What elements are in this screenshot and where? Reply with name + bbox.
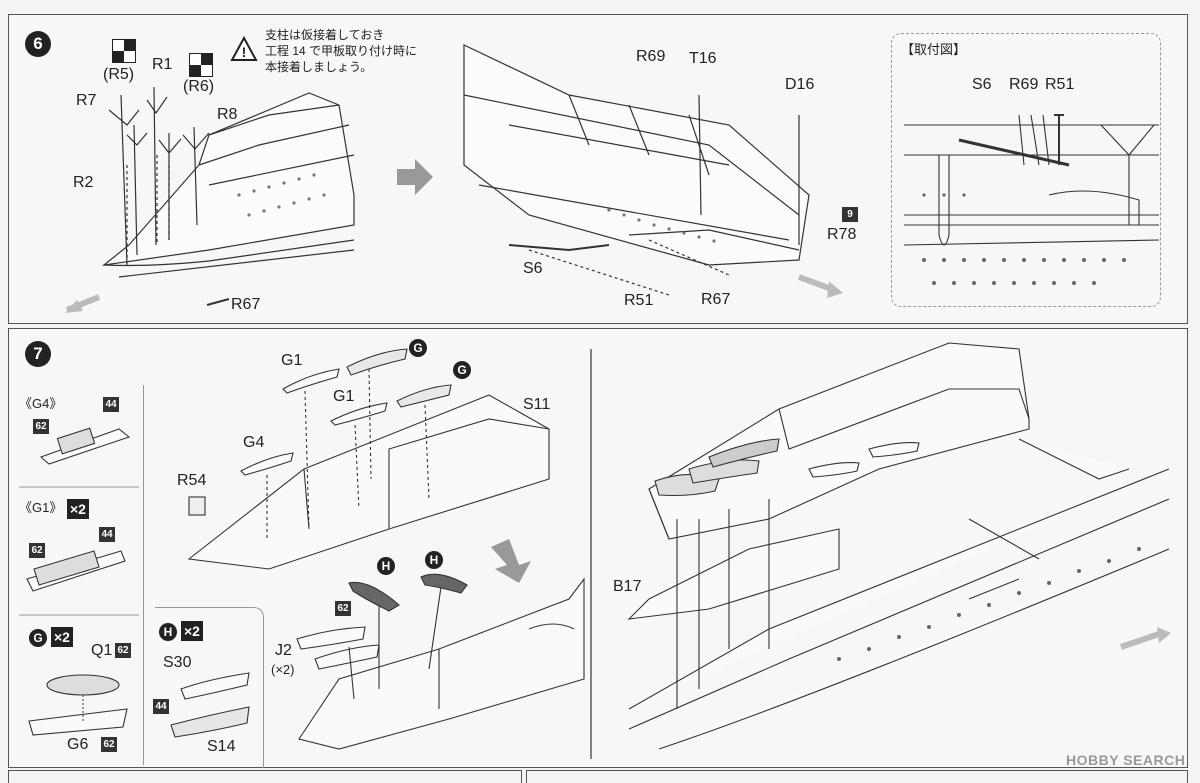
label-q1: Q1 [91,642,113,659]
g-circle-badge: G [409,339,427,357]
inset-title: 【取付図】 [901,42,967,57]
h-parts-box [155,607,264,768]
hull-mid-drawing [463,44,843,298]
label-t16: T16 [689,50,717,67]
part-number-badge: 62 [33,419,49,434]
part-number-badge: 9 [842,207,858,222]
g4-title: 《G4》 [19,396,63,411]
label-d16: D16 [785,76,815,93]
next-step-panel [526,770,1188,783]
label-r5: (R5) [103,66,135,83]
label-r7: R7 [76,92,97,109]
watermark: HOBBY SEARCH [1066,752,1186,768]
quantity-badge: ×2 [51,627,73,647]
boat-h-drawing [170,672,250,738]
svg-text:!: ! [242,44,247,60]
step-6-panel: 6 ! 支柱は仮接着しておき 工程 14 で甲板取り付け時に 本接着しましょう。… [8,14,1188,324]
label-r2: R2 [73,174,94,191]
warning-icon: ! [230,35,258,66]
label-r78: R78 [827,226,857,243]
part-number-badge: 62 [101,737,117,752]
label-s6: S6 [523,260,543,277]
g1-title: 《G1》 [19,500,63,515]
mounting-inset [891,33,1161,307]
hull-bow-drawing [65,86,355,313]
label-quantity: (×2) [271,662,295,677]
assembly-note: 支柱は仮接着しておき 工程 14 で甲板取り付け時に 本接着しましょう。 [265,28,418,74]
part-number-badge: 62 [115,643,131,658]
label-g6: G6 [67,736,89,753]
label-r6: (R6) [183,78,215,95]
h-circle-badge: H [159,623,177,641]
part-number-badge: 44 [103,397,119,412]
label-r69: R69 [636,48,666,65]
inset-label-r69: R69 [1009,76,1039,93]
part-number-badge: 44 [153,699,169,714]
label-g1: G1 [281,352,303,369]
quantity-badge: ×2 [181,621,203,641]
label-g1: G1 [333,388,355,405]
g-circle-badge: G [453,361,471,379]
label-r51: R51 [624,292,654,309]
label-r67: R67 [231,296,261,313]
part-number-badge: 62 [335,601,351,616]
label-s11: S11 [523,396,551,413]
inset-label-r51: R51 [1045,76,1075,93]
label-r67: R67 [701,291,731,308]
h-circle-badge: H [425,551,443,569]
label-s14: S14 [207,738,236,755]
inset-label-s6: S6 [972,76,992,93]
boat-deck-drawing [187,342,1171,759]
inset-drawing [903,114,1160,285]
part-number-badge: 62 [29,543,45,558]
step-7-panel: 7 《G4》 44 62 《G1》 ×2 44 62 G ×2 Q1 62 G6… [8,328,1188,768]
label-b17: B17 [613,578,642,595]
next-step-panel [8,770,522,783]
label-j2: J2 [275,642,292,659]
step-number: 7 [25,341,51,367]
h-circle-badge: H [377,557,395,575]
g-circle-badge: G [29,629,47,647]
boat-g4-drawing [19,427,139,736]
label-r54: R54 [177,472,207,489]
flag-icon [189,53,213,77]
side-divider [17,385,144,765]
label-r1: R1 [152,56,173,73]
label-r8: R8 [217,106,238,123]
label-s30: S30 [163,654,192,671]
step-number: 6 [25,31,51,57]
part-number-badge: 44 [99,527,115,542]
label-g4: G4 [243,434,265,451]
quantity-badge: ×2 [67,499,89,519]
arrow-icon [397,159,433,200]
flag-icon [112,39,136,63]
